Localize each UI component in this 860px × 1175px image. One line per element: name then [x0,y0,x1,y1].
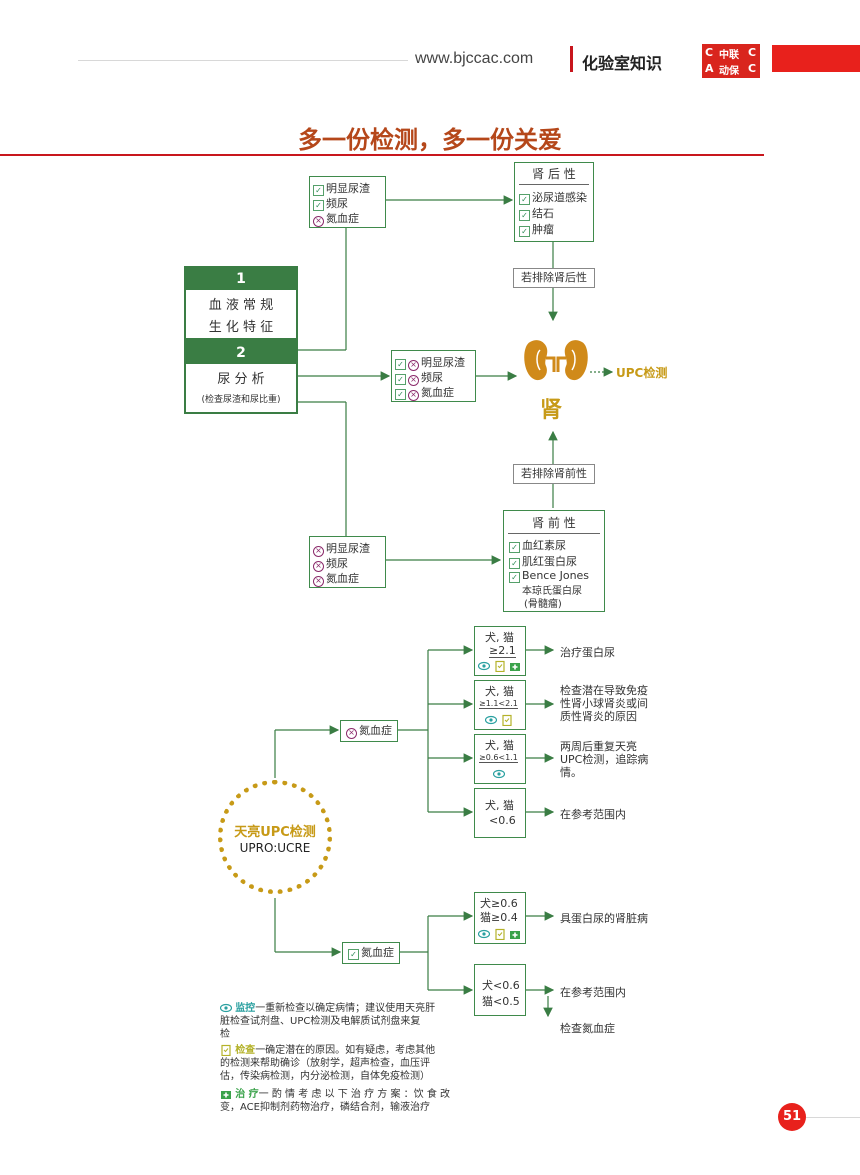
kidney-label: 肾 [540,398,563,423]
post-renal-item: ✓泌尿道感染 [519,189,587,205]
legend-treat: 治 疗一 酌 情 考 虑 以 下 治 疗 方 案 ：饮 食 改 变，ACE抑制剂… [220,1089,450,1113]
eye-icon [493,769,505,779]
post-renal-title: 肾 后 性 [519,165,589,185]
test-number: 1 [186,268,296,290]
header-rule-left [78,60,408,61]
result-text: 在参考范围内 [560,808,626,821]
upc-circle: 天亮UPC检测 UPRO:UCRE [218,780,332,894]
page-title: 多一份检测，多一份关爱 [298,126,562,154]
symptom-box-bottom: ×明显尿渣 ×频尿 ×氮血症 [309,536,386,588]
symptom-item: ✓频尿 [313,195,348,211]
pre-renal-item: (骨髓瘤) [524,599,562,610]
footer-rule [806,1117,860,1118]
result-text: 治疗蛋白尿 [560,646,615,659]
azo-range-box: 犬<0.6 猫<0.5 [474,964,526,1016]
ccac-logo: C A 中联 动保 C C [702,44,760,78]
header-separator [570,46,573,72]
eye-icon [478,661,490,671]
site-url[interactable]: www.bjccac.com [415,50,534,67]
result-text: 检查氮血症 [560,1022,615,1035]
upc-range-box: 犬, 猫 ≥2.1 [474,626,526,676]
azo-range-box: 犬≥0.6 猫≥0.4 [474,892,526,944]
symptom-item: ×氮血症 [313,570,359,587]
post-renal-item: ✓结石 [519,205,554,221]
medkit-icon [510,663,520,671]
result-text: 具蛋白尿的肾脏病 [560,912,648,925]
result-text: 在参考范围内 [560,986,626,999]
pre-renal-item: 本琼氏蛋白尿 [522,586,582,597]
clipboard-icon [501,714,512,726]
upc-range-box: 犬, 猫 ≥1.1<2.1 [474,680,526,730]
medkit-icon [510,931,520,939]
pre-renal-item: ✓Bence Jones [509,569,589,583]
clipboard-icon [494,660,505,672]
eye-icon [478,929,490,939]
symptom-item: ×频尿 [313,555,348,572]
pre-renal-item: ✓肌红蛋白尿 [509,553,577,569]
exclude-pre-renal: 若排除肾前性 [513,464,595,484]
upc-circle-ratio: UPRO:UCRE [239,841,311,855]
legend-monitor: 监控一重新检查以确定病情；建议使用天亮肝 脏检查试剂盘、UPC检测及电解质试剂盘… [220,1003,436,1040]
test-line: 尿 分 析 [217,372,265,387]
symptom-box-top: ✓明显尿渣 ✓频尿 ×氮血症 [309,176,386,228]
upc-circle-title: 天亮UPC检测 [234,825,316,840]
symptom-item: ×明显尿渣 [313,540,370,557]
symptom-box-mid: ✓×明显尿渣 ✓×频尿 ✓×氮血症 [391,350,476,402]
pre-renal-item: ✓血红素尿 [509,537,566,553]
test-line: 生 化 特 征 [208,320,274,335]
symptom-item: ✓×频尿 [395,369,443,386]
test-box-urine: 2 尿 分 析 (检查尿渣和尿比重) [184,340,298,414]
azotemia-positive: ✓氮血症 [342,942,400,964]
result-text: 检查潜在导致免疫性肾小球肾炎或间质性肾炎的原因 [560,684,648,723]
test-line: (检查尿渣和尿比重) [201,395,281,405]
symptom-item: ✓明显尿渣 [313,180,370,196]
upc-test-label: UPC检测 [616,366,668,380]
post-renal-box: 肾 后 性 ✓泌尿道感染 ✓结石 ✓肿瘤 [514,162,594,242]
title-underline [0,154,764,156]
upc-range-box: 犬, 猫 ≥0.6<1.1 [474,734,526,784]
test-number: 2 [186,342,296,364]
page-number: 51 [778,1103,806,1131]
header-red-bar [772,45,860,72]
clipboard-icon [221,1044,231,1056]
clipboard-icon [494,928,505,940]
test-line: 血 液 常 规 [208,298,274,313]
azotemia-negative: ×氮血症 [340,720,398,742]
symptom-item: ×氮血症 [313,210,359,227]
eye-icon [220,1003,232,1013]
exclude-post-renal: 若排除肾后性 [513,268,595,288]
medkit-icon [221,1091,231,1099]
legend-examine: 检查一确定潜在的原因。如有疑虑，考虑其他 的检测来帮助确诊（放射学，超声检查，血… [220,1044,436,1082]
pre-renal-box: 肾 前 性 ✓血红素尿 ✓肌红蛋白尿 ✓Bence Jones 本琼氏蛋白尿 (… [503,510,605,612]
symptom-item: ✓×氮血症 [395,384,454,401]
test-box-blood: 1 血 液 常 规 生 化 特 征 [184,266,298,340]
kidney-icon [524,340,588,381]
pre-renal-title: 肾 前 性 [508,514,600,534]
post-renal-item: ✓肿瘤 [519,221,554,237]
symptom-item: ✓×明显尿渣 [395,354,465,371]
eye-icon [485,715,497,725]
section-title: 化验室知识 [582,54,663,73]
upc-range-box: 犬, 猫 <0.6 [474,788,526,838]
